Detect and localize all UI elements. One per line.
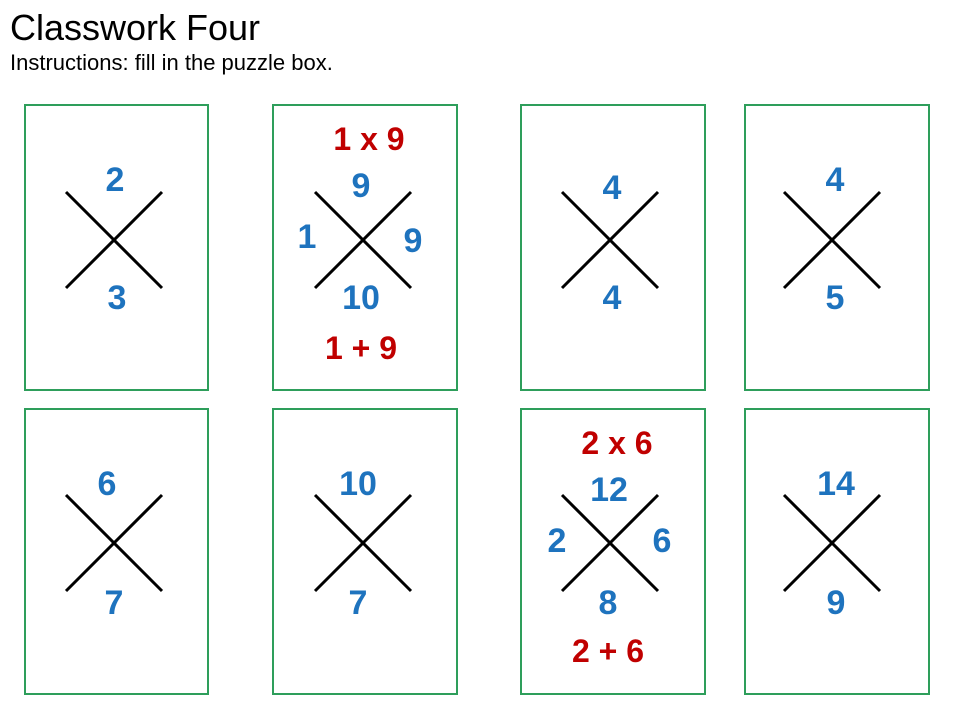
puzzle-5-top-number: 6 (97, 465, 117, 503)
puzzle-cross-8 (782, 493, 882, 593)
puzzle-7-product-hint: 2 x 6 (581, 425, 653, 461)
puzzle-cross-7 (560, 493, 660, 593)
puzzle-2-right-number: 9 (403, 222, 423, 260)
puzzle-cross-3 (560, 190, 660, 290)
puzzle-5-bottom-number: 7 (104, 584, 124, 622)
puzzle-7-left-number: 2 (547, 522, 567, 560)
puzzle-box-1 (24, 104, 209, 391)
puzzle-8-top-number: 14 (817, 465, 855, 503)
puzzle-1-top-number: 2 (105, 161, 125, 199)
puzzle-7-right-number: 6 (652, 522, 672, 560)
page-title: Classwork Four (10, 7, 261, 48)
puzzle-cross-6 (313, 493, 413, 593)
puzzle-box-2 (272, 104, 458, 391)
puzzle-1-bottom-number: 3 (107, 279, 127, 317)
puzzle-2-product-hint: 1 x 9 (333, 121, 405, 157)
puzzle-box-6 (272, 408, 458, 695)
puzzle-7-sum-hint: 2 + 6 (571, 633, 645, 669)
puzzle-8-bottom-number: 9 (826, 584, 846, 622)
puzzle-box-8 (744, 408, 930, 695)
puzzle-cross-4 (782, 190, 882, 290)
puzzle-2-top-number: 9 (351, 167, 371, 205)
puzzle-7-top-number: 12 (590, 471, 628, 509)
instructions-text: Instructions: fill in the puzzle box. (10, 50, 333, 75)
puzzle-3-bottom-number: 4 (602, 279, 622, 317)
puzzle-7-bottom-number: 8 (598, 584, 618, 622)
puzzle-2-bottom-number: 10 (342, 279, 380, 317)
puzzle-2-sum-hint: 1 + 9 (324, 330, 398, 366)
puzzle-6-bottom-number: 7 (348, 584, 368, 622)
puzzle-box-7 (520, 408, 706, 695)
puzzle-box-4 (744, 104, 930, 391)
puzzle-box-5 (24, 408, 209, 695)
puzzle-cross-2 (313, 190, 413, 290)
puzzle-cross-1 (64, 190, 164, 290)
puzzle-box-3 (520, 104, 706, 391)
puzzle-4-top-number: 4 (825, 161, 845, 199)
puzzle-4-bottom-number: 5 (825, 279, 845, 317)
puzzle-6-top-number: 10 (339, 465, 377, 503)
puzzle-2-left-number: 1 (297, 218, 317, 256)
puzzle-cross-5 (64, 493, 164, 593)
puzzle-3-top-number: 4 (602, 169, 622, 207)
